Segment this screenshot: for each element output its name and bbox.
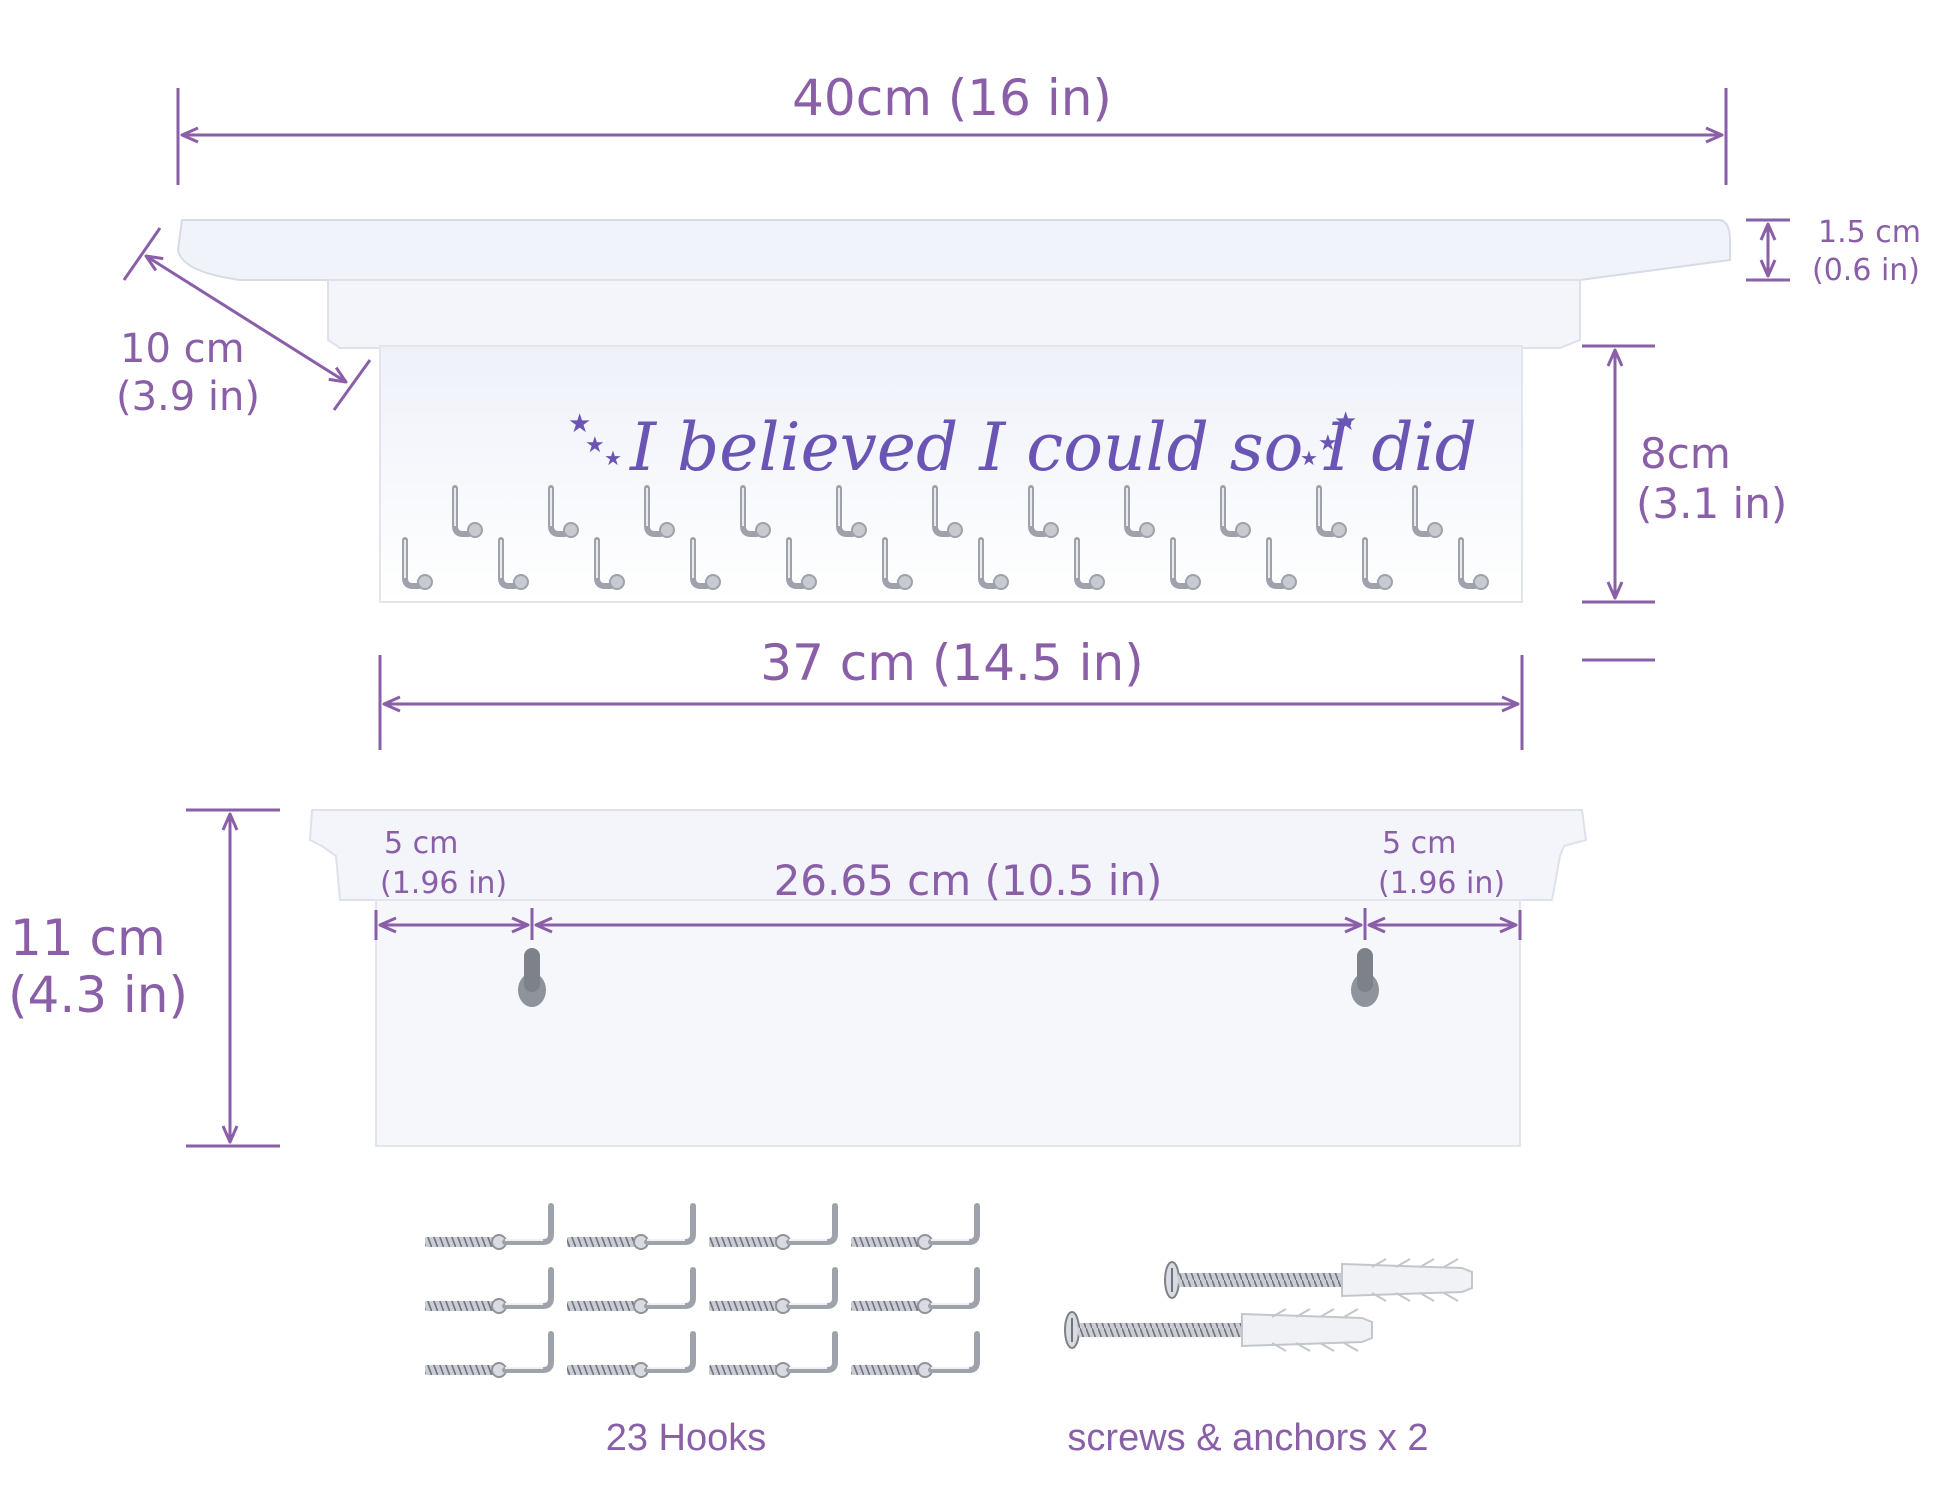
screw-hook bbox=[567, 1267, 696, 1314]
mounted-hook bbox=[402, 537, 433, 590]
screw-hook bbox=[567, 1203, 696, 1250]
mounted-hook bbox=[1074, 537, 1105, 590]
mounted-hook bbox=[882, 537, 913, 590]
mounted-hook bbox=[644, 485, 675, 538]
mounted-hook bbox=[1458, 537, 1489, 590]
mounted-hook bbox=[1266, 537, 1297, 590]
hooks-caption: 23 Hooks bbox=[606, 1417, 767, 1459]
screw-hook bbox=[851, 1203, 980, 1250]
mounted-hook bbox=[1362, 537, 1393, 590]
quote-stars-left: ★ ★ ★ bbox=[568, 409, 622, 470]
screw-hook bbox=[567, 1331, 696, 1378]
mounted-hook bbox=[1028, 485, 1059, 538]
back-height-label-line1: 11 cm bbox=[10, 909, 166, 967]
screws-caption: screws & anchors x 2 bbox=[1067, 1417, 1428, 1459]
right-margin-label-line2: (1.96 in) bbox=[1378, 866, 1505, 901]
star-icon: ★ bbox=[1334, 407, 1357, 437]
mounted-hook bbox=[932, 485, 963, 538]
mounted-hook bbox=[836, 485, 867, 538]
right-margin-label-line1: 5 cm bbox=[1382, 826, 1456, 861]
shelf-molding bbox=[327, 279, 1581, 349]
mounted-hook bbox=[786, 537, 817, 590]
back-shelf-top bbox=[308, 809, 1588, 901]
depth-label-line2: (3.9 in) bbox=[116, 374, 260, 420]
mounted-hook bbox=[594, 537, 625, 590]
mounted-hook bbox=[548, 485, 579, 538]
quote-stars-right: ★ ★ ★ bbox=[1300, 407, 1357, 470]
depth-label-line1: 10 cm bbox=[120, 326, 245, 372]
screw-hook bbox=[851, 1331, 980, 1378]
mounted-hook bbox=[1124, 485, 1155, 538]
front-view: 40cm (16 in) ★ ★ ★ I believed I could so… bbox=[116, 69, 1921, 750]
keyhole-slot-right bbox=[1351, 948, 1379, 1007]
star-icon: ★ bbox=[585, 433, 605, 458]
height-label-line1: 8cm bbox=[1640, 429, 1731, 478]
screw-hook bbox=[709, 1267, 838, 1314]
shelf-front-board bbox=[379, 345, 1523, 603]
screw-and-anchor bbox=[1164, 1258, 1473, 1302]
depth-tick-top bbox=[122, 227, 162, 281]
lip-label-line1: 1.5 cm bbox=[1818, 215, 1921, 250]
mounted-hook bbox=[452, 485, 483, 538]
mounted-hook bbox=[1220, 485, 1251, 538]
overall-width-label: 40cm (16 in) bbox=[792, 69, 1112, 127]
left-margin-label-line2: (1.96 in) bbox=[380, 866, 507, 901]
mounted-hook bbox=[978, 537, 1009, 590]
screw-hook bbox=[425, 1203, 554, 1250]
mounted-hook bbox=[1316, 485, 1347, 538]
hole-spacing-label: 26.65 cm (10.5 in) bbox=[774, 856, 1163, 905]
height-label-line2: (3.1 in) bbox=[1636, 479, 1787, 528]
mounted-hook bbox=[1412, 485, 1443, 538]
accessories: 23 Hooks screws & anchors x 2 bbox=[425, 1203, 1473, 1459]
screw-set bbox=[1064, 1258, 1473, 1352]
mounted-hook bbox=[1170, 537, 1201, 590]
mounted-hook bbox=[690, 537, 721, 590]
screw-hook bbox=[851, 1267, 980, 1314]
screw-and-anchor bbox=[1064, 1308, 1373, 1352]
screw-hook bbox=[425, 1267, 554, 1314]
star-icon: ★ bbox=[1318, 431, 1338, 456]
shelf-quote: I believed I could so I did bbox=[629, 409, 1477, 486]
mounted-hook bbox=[740, 485, 771, 538]
front-hooks bbox=[402, 485, 1489, 590]
back-height-label-line2: (4.3 in) bbox=[8, 966, 188, 1024]
depth-tick-bottom bbox=[332, 359, 372, 411]
left-margin-label-line1: 5 cm bbox=[384, 826, 458, 861]
screw-hook bbox=[709, 1331, 838, 1378]
keyhole-slot-left bbox=[518, 948, 546, 1007]
screw-hook bbox=[709, 1203, 838, 1250]
lip-label-line2: (0.6 in) bbox=[1812, 253, 1920, 288]
depth-arrow bbox=[144, 254, 348, 384]
back-board bbox=[375, 899, 1521, 1147]
board-width-label: 37 cm (14.5 in) bbox=[760, 634, 1143, 692]
screw-hook bbox=[425, 1331, 554, 1378]
back-view: 11 cm (4.3 in) 5 cm (1.96 in) 26.65 cm (… bbox=[8, 808, 1588, 1148]
star-icon: ★ bbox=[604, 446, 622, 470]
shelf-top-plank bbox=[176, 219, 1731, 281]
star-icon: ★ bbox=[1300, 446, 1318, 470]
star-icon: ★ bbox=[568, 409, 591, 439]
mounted-hook bbox=[498, 537, 529, 590]
loose-hooks bbox=[425, 1203, 980, 1378]
